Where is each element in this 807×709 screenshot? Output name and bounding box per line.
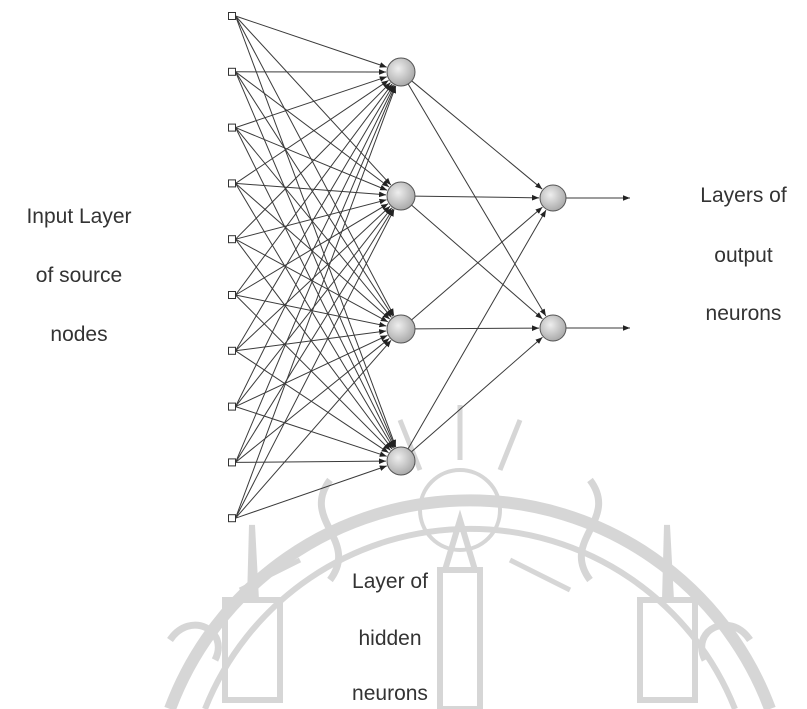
input-hidden-edge	[235, 238, 393, 450]
input-hidden-edge	[235, 85, 396, 463]
input-hidden-edge	[235, 183, 394, 449]
input-hidden-edge	[235, 209, 395, 519]
input-node	[228, 291, 236, 299]
hidden-output-edge	[411, 336, 543, 453]
output-neuron	[539, 314, 567, 342]
hidden-output-edge	[414, 194, 540, 201]
input-hidden-edge	[235, 71, 396, 448]
output-neuron	[539, 184, 567, 212]
input-hidden-edge	[235, 458, 387, 464]
input-hidden-edge	[235, 127, 392, 318]
input-layer-label-line-2: of source	[35, 264, 123, 287]
input-node	[228, 123, 236, 132]
input-hidden-edge	[235, 71, 394, 317]
hidden-layer-label-line-3: neurons	[352, 682, 428, 705]
input-hidden-edge	[235, 76, 387, 129]
hidden-output-edge	[411, 204, 543, 320]
input-hidden-edge	[235, 339, 392, 519]
hidden-neuron	[386, 446, 416, 476]
hidden-layer-label-line-1: Layer of	[352, 570, 428, 593]
input-layer-label-line-3: nodes	[50, 323, 108, 346]
input-hidden-edge	[235, 205, 391, 352]
input-hidden-edge	[235, 83, 393, 296]
input-node	[228, 179, 236, 188]
input-hidden-edge	[235, 127, 388, 191]
input-hidden-edge	[235, 84, 394, 352]
input-hidden-edge	[235, 294, 391, 451]
hidden-output-edge	[414, 325, 540, 331]
input-layer-label-line-1: Input Layer	[26, 205, 132, 228]
input-node	[228, 235, 236, 244]
hidden-layer-label-line-2: hidden	[358, 627, 422, 650]
input-hidden-edge	[235, 198, 387, 240]
output-layer-label-line-1: Layers of	[700, 184, 787, 207]
hidden-output-edge	[411, 206, 543, 321]
connection-edges	[235, 15, 630, 519]
input-hidden-edge	[235, 15, 397, 448]
input-hidden-edge	[235, 127, 395, 448]
hidden-output-edge	[411, 80, 543, 190]
input-hidden-edge	[235, 465, 387, 519]
input-hidden-edge	[235, 350, 389, 454]
network-nodes	[228, 12, 567, 523]
input-hidden-edge	[235, 82, 391, 240]
input-hidden-edge	[235, 182, 387, 198]
input-hidden-edge	[235, 85, 397, 519]
input-node	[228, 402, 236, 411]
output-layer-label-line-2: output	[714, 244, 773, 267]
input-hidden-edge	[235, 15, 395, 316]
hidden-output-edge	[407, 83, 547, 317]
input-node	[228, 514, 236, 523]
input-node	[228, 67, 236, 76]
input-node	[228, 346, 236, 355]
input-hidden-edge	[235, 85, 395, 407]
input-hidden-edge	[235, 338, 390, 463]
input-hidden-edge	[235, 208, 394, 463]
seal-watermark	[164, 405, 776, 709]
input-node	[228, 12, 236, 20]
hidden-neuron	[386, 181, 416, 211]
hidden-neuron	[386, 314, 416, 344]
hidden-output-edge	[407, 209, 547, 450]
input-hidden-edge	[235, 71, 390, 188]
input-hidden-edge	[235, 15, 387, 68]
input-node	[228, 458, 236, 467]
input-hidden-edge	[235, 238, 389, 323]
input-hidden-edge	[235, 79, 389, 184]
output-layer-label-line-3: neurons	[705, 302, 782, 325]
input-hidden-edge	[235, 203, 389, 296]
hidden-neuron	[386, 57, 416, 87]
